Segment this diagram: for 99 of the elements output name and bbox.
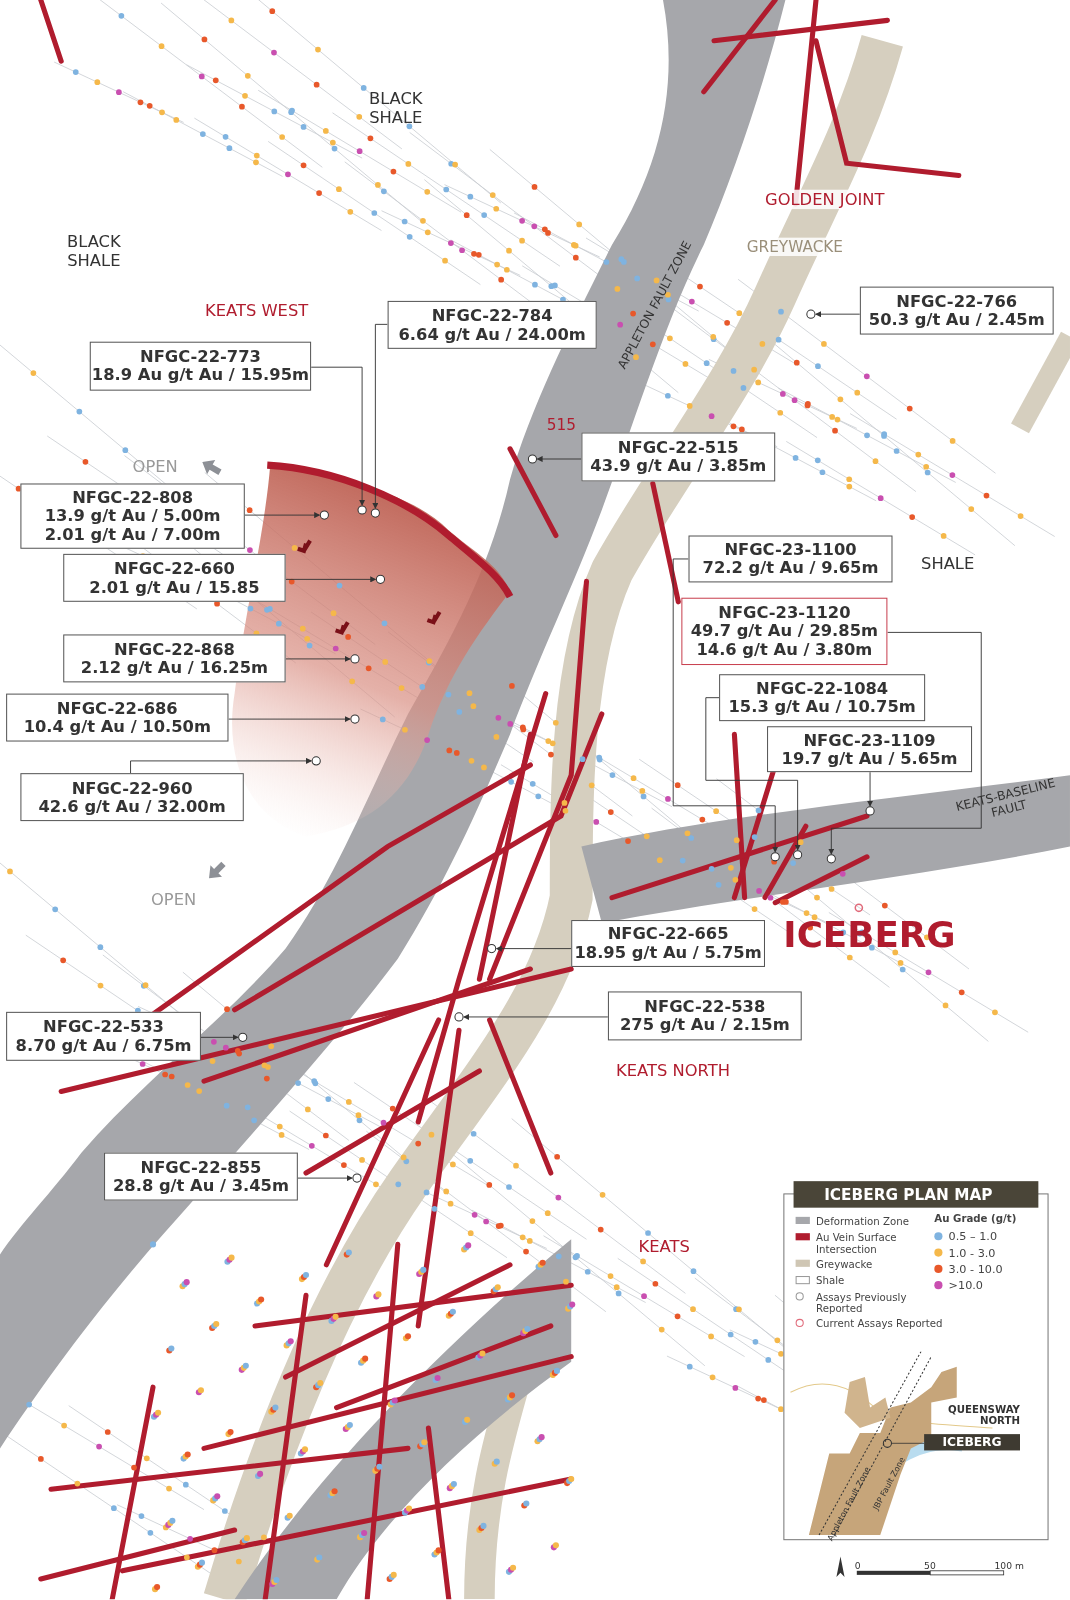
callout-box bbox=[571, 920, 765, 967]
drill-hole-id: NFGC-22-665 bbox=[607, 925, 729, 944]
scale-label: 50 bbox=[924, 1560, 936, 1571]
callout-box bbox=[6, 1011, 201, 1061]
assay-result: 13.9 g/t Au / 5.00m bbox=[44, 506, 221, 526]
drill-hole-id: NFGC-23-1109 bbox=[803, 730, 936, 750]
assay-result: 49.7 g/t Au / 29.85m bbox=[690, 622, 878, 641]
rock-unit-label: BLACK SHALE bbox=[367, 88, 424, 128]
assay-point-marker bbox=[311, 756, 321, 766]
assay-result: 2.01 g/t Au / 15.85 bbox=[89, 577, 260, 597]
legend-text: Au Vein Surface Intersection bbox=[816, 1232, 898, 1255]
legend-text: Assays Previously Reported bbox=[816, 1291, 908, 1314]
assay-point-marker bbox=[352, 1173, 362, 1183]
assay-point-marker bbox=[319, 510, 329, 520]
legend-text: 1.0 - 3.0 bbox=[948, 1247, 996, 1259]
scale-label: 0 bbox=[854, 1560, 861, 1571]
assay-result: 18.95 g/t Au / 5.75m bbox=[574, 943, 762, 962]
assay-result: 43.9 g/t Au / 3.85m bbox=[590, 456, 767, 476]
assay-point-marker bbox=[350, 654, 360, 664]
legend-text: Greywacke bbox=[816, 1258, 873, 1270]
callout-box bbox=[20, 773, 244, 822]
callout-box bbox=[681, 597, 888, 666]
assay-result: 8.70 g/t Au / 6.75m bbox=[15, 1036, 192, 1055]
drill-hole-id: NFGC-22-686 bbox=[56, 699, 178, 718]
assay-point-marker bbox=[357, 505, 367, 515]
inset-map-label: QUEENSWAY NORTH bbox=[947, 1403, 1020, 1426]
drill-hole-id: NFGC-22-784 bbox=[431, 306, 553, 325]
assay-result: 19.7 g/t Au / 5.65m bbox=[781, 749, 958, 768]
assay-result: 28.8 g/t Au / 3.45m bbox=[113, 1176, 289, 1195]
callout-box bbox=[104, 1152, 298, 1201]
callout-box bbox=[63, 553, 286, 602]
assay-result: 14.6 g/t Au / 3.80m bbox=[696, 640, 873, 659]
drill-hole-id: NFGC-22-533 bbox=[43, 1017, 164, 1037]
drill-hole-id: NFGC-22-808 bbox=[72, 488, 194, 507]
rock-unit-label: GREYWACKE bbox=[746, 237, 843, 256]
legend-text: 0.5 – 1.0 bbox=[948, 1231, 998, 1243]
assay-point-marker bbox=[238, 1032, 248, 1042]
assay-point-marker bbox=[454, 1012, 464, 1022]
callout-box bbox=[89, 341, 312, 391]
area-label: KEATS bbox=[638, 1236, 690, 1256]
callout-box bbox=[20, 483, 245, 549]
assay-result: 50.3 g/t Au / 2.45m bbox=[868, 310, 1045, 329]
assay-point-marker bbox=[826, 854, 836, 864]
drill-hole-id: NFGC-23-1100 bbox=[724, 540, 857, 559]
area-label: GOLDEN JOINT bbox=[765, 189, 885, 210]
assay-point-marker bbox=[375, 574, 386, 584]
drill-hole-id: NFGC-22-1084 bbox=[756, 679, 889, 698]
legend-text: Deformation Zone bbox=[816, 1215, 909, 1228]
assay-point-marker bbox=[370, 508, 380, 518]
callout-box bbox=[6, 693, 229, 742]
assay-result: 2.01 g/t Au / 7.00m bbox=[44, 525, 221, 544]
assay-point-marker bbox=[806, 309, 816, 319]
legend-title: ICEBERG PLAN MAP bbox=[824, 1185, 993, 1204]
legend-text: >10.0 bbox=[948, 1280, 983, 1292]
assay-point-marker bbox=[865, 806, 875, 816]
assay-point-marker bbox=[527, 454, 538, 464]
assay-result: 15.3 g/t Au / 10.75m bbox=[728, 697, 916, 717]
scale-label: 100 m bbox=[994, 1560, 1024, 1571]
drill-hole-id: NFGC-22-773 bbox=[140, 347, 261, 367]
rock-unit-label: SHALE bbox=[921, 553, 975, 574]
rock-unit-label: BLACK SHALE bbox=[66, 231, 122, 271]
section-label: 515 bbox=[546, 416, 576, 435]
drill-hole-id: NFGC-22-538 bbox=[644, 997, 766, 1016]
assay-result: 6.64 g/t Au / 24.00m bbox=[398, 324, 586, 344]
callout-box bbox=[387, 300, 597, 349]
drill-hole-id: NFGC-22-960 bbox=[71, 778, 193, 798]
callout-box bbox=[581, 432, 776, 482]
drill-hole-id: NFGC-22-515 bbox=[617, 438, 739, 457]
assay-point-marker bbox=[350, 714, 360, 724]
drill-hole-id: NFGC-23-1120 bbox=[718, 603, 851, 623]
callout-box bbox=[63, 634, 286, 683]
assay-result: 18.9 Au g/t Au / 15.95m bbox=[91, 366, 310, 385]
drill-hole-id: NFGC-22-868 bbox=[113, 640, 235, 659]
drill-hole-id: NFGC-22-660 bbox=[113, 559, 235, 578]
area-label: KEATS NORTH bbox=[616, 1060, 730, 1081]
drill-hole-id: NFGC-22-855 bbox=[140, 1158, 262, 1177]
assay-result: 10.4 g/t Au / 10.50m bbox=[23, 717, 211, 736]
inset-map-label: ICEBERG bbox=[924, 1434, 1020, 1451]
open-direction-label: OPEN bbox=[132, 456, 178, 477]
open-direction-label: OPEN bbox=[150, 889, 197, 909]
callout-box bbox=[719, 674, 926, 722]
legend-heading: Au Grade (g/t) bbox=[934, 1212, 1017, 1224]
legend-text: Current Assays Reported bbox=[816, 1317, 943, 1330]
drill-hole-id: NFGC-22-766 bbox=[896, 292, 1018, 311]
assay-point-marker bbox=[770, 852, 780, 862]
callout-box bbox=[767, 726, 973, 773]
legend-text: Shale bbox=[816, 1275, 845, 1287]
area-label: KEATS WEST bbox=[205, 300, 309, 321]
legend-text: 3.0 - 10.0 bbox=[948, 1263, 1003, 1275]
callout-box bbox=[859, 286, 1054, 335]
assay-result: 275 g/t Au / 2.15m bbox=[619, 1015, 790, 1035]
assay-result: 42.6 g/t Au / 32.00m bbox=[38, 797, 226, 816]
assay-result: 2.12 g/t Au / 16.25m bbox=[80, 658, 269, 677]
callout-box bbox=[688, 535, 893, 583]
callout-box bbox=[607, 991, 802, 1041]
assay-point-marker bbox=[793, 850, 803, 860]
zone-title: ICEBERG bbox=[783, 913, 956, 955]
assay-result: 72.2 g/t Au / 9.65m bbox=[702, 558, 879, 578]
assay-point-marker bbox=[487, 944, 497, 954]
